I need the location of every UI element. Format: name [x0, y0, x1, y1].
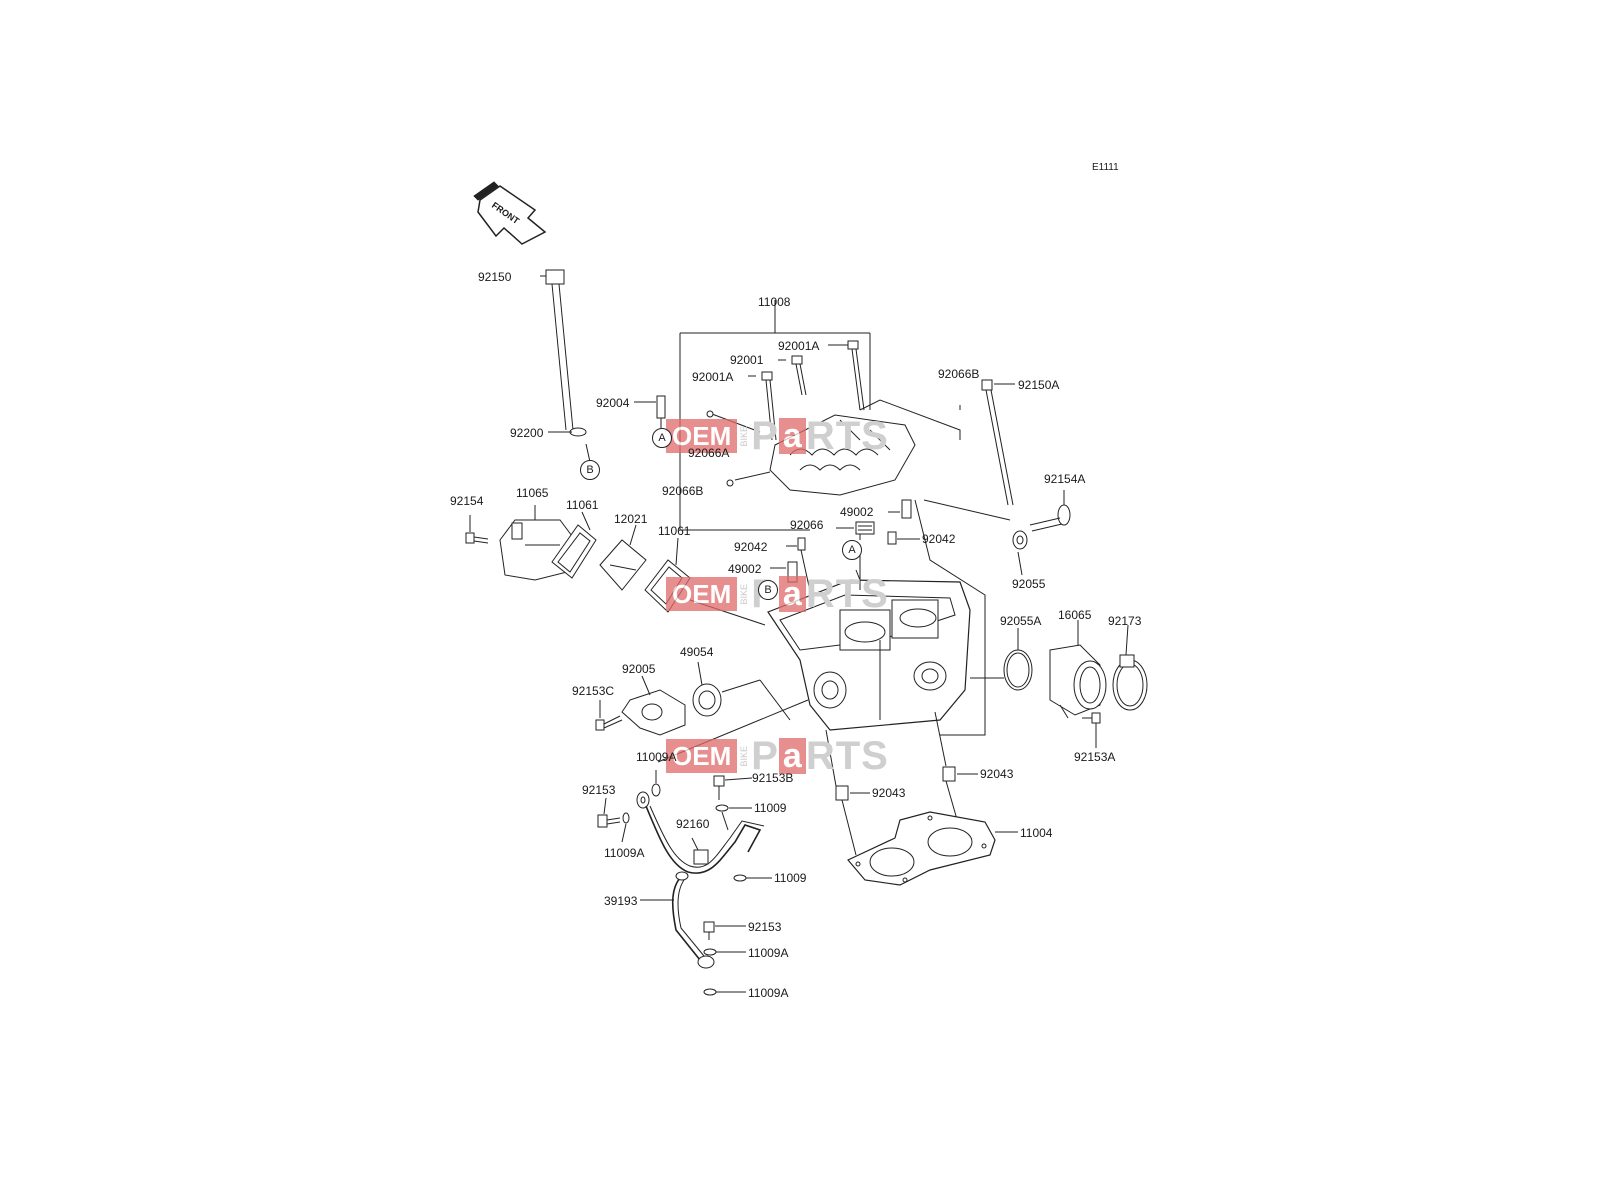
- gasket-11061-a: [551, 524, 597, 579]
- bolt-92154: [465, 532, 489, 544]
- ref-a-head[interactable]: A: [842, 540, 862, 560]
- part-label-92153-low[interactable]: 92153: [748, 920, 782, 934]
- cam-cap-11008: [769, 414, 916, 496]
- intake-16065: [1049, 644, 1107, 716]
- housing-92005: [621, 689, 686, 736]
- part-label-92200[interactable]: 92200: [510, 426, 544, 440]
- head-gasket-11004: [847, 811, 996, 886]
- part-label-49002-top[interactable]: 49002: [840, 505, 874, 519]
- part-label-92153C[interactable]: 92153C: [572, 684, 615, 698]
- part-label-92173[interactable]: 92173: [1108, 614, 1142, 628]
- front-arrow-icon: [473, 181, 547, 245]
- part-label-92153A[interactable]: 92153A: [1074, 750, 1116, 764]
- part-label-11009-top[interactable]: 11009: [754, 801, 787, 815]
- part-label-11061-b[interactable]: 11061: [658, 524, 691, 538]
- part-label-11065[interactable]: 11065: [516, 486, 549, 500]
- part-label-12021[interactable]: 12021: [614, 512, 648, 526]
- part-label-92154A[interactable]: 92154A: [1044, 472, 1086, 486]
- part-label-92066A[interactable]: 92066A: [688, 446, 730, 460]
- bolt-92150: [540, 269, 574, 431]
- part-label-92042-right[interactable]: 92042: [922, 532, 956, 546]
- ref-b-head[interactable]: B: [758, 580, 778, 600]
- part-label-11009A-b[interactable]: 11009A: [604, 846, 645, 860]
- part-label-39193[interactable]: 39193: [604, 894, 638, 908]
- reed-valve-12021: [599, 539, 647, 591]
- part-label-92001A-top[interactable]: 92001A: [778, 339, 820, 353]
- part-label-16065[interactable]: 16065: [1058, 608, 1092, 622]
- ref-b-left[interactable]: B: [580, 460, 600, 480]
- thermostat-49054: [692, 683, 722, 717]
- part-label-92043-mid[interactable]: 92043: [872, 786, 906, 800]
- part-label-92150A[interactable]: 92150A: [1018, 378, 1060, 392]
- ref-a-left[interactable]: A: [652, 428, 672, 448]
- part-label-92001[interactable]: 92001: [730, 353, 764, 367]
- part-label-11004[interactable]: 11004: [1020, 826, 1053, 840]
- gasket-11061-b: [644, 559, 691, 613]
- part-label-92055[interactable]: 92055: [1012, 577, 1046, 591]
- part-label-92150[interactable]: 92150: [478, 270, 512, 284]
- part-label-92005[interactable]: 92005: [622, 662, 656, 676]
- clamp-92173: [1112, 654, 1148, 711]
- part-label-11009A-d[interactable]: 11009A: [748, 986, 789, 1000]
- part-label-11009-low[interactable]: 11009: [774, 871, 807, 885]
- part-label-11009A-c[interactable]: 11009A: [748, 946, 789, 960]
- part-label-92004[interactable]: 92004: [596, 396, 630, 410]
- part-label-92043-right[interactable]: 92043: [980, 767, 1014, 781]
- part-label-49002-left[interactable]: 49002: [728, 562, 762, 576]
- part-label-92154[interactable]: 92154: [450, 494, 484, 508]
- part-label-92066B-top[interactable]: 92066B: [938, 367, 980, 381]
- part-label-92066[interactable]: 92066: [790, 518, 824, 532]
- water-pipe-39193: [645, 805, 765, 969]
- part-label-92055A[interactable]: 92055A: [1000, 614, 1042, 628]
- part-label-11061-a[interactable]: 11061: [566, 498, 599, 512]
- part-label-11008[interactable]: 11008: [758, 295, 791, 309]
- part-label-92066B-mid[interactable]: 92066B: [662, 484, 704, 498]
- part-label-92153-left[interactable]: 92153: [582, 783, 616, 797]
- part-label-92001A-left[interactable]: 92001A: [692, 370, 734, 384]
- part-label-92153B[interactable]: 92153B: [752, 771, 794, 785]
- cylinder-head: [767, 579, 971, 731]
- part-label-49054[interactable]: 49054: [680, 645, 714, 659]
- part-label-92042-left[interactable]: 92042: [734, 540, 768, 554]
- part-label-11009A-a[interactable]: 11009A: [636, 750, 677, 764]
- diagram-code: E1111: [1092, 162, 1119, 173]
- part-label-92160[interactable]: 92160: [676, 817, 710, 831]
